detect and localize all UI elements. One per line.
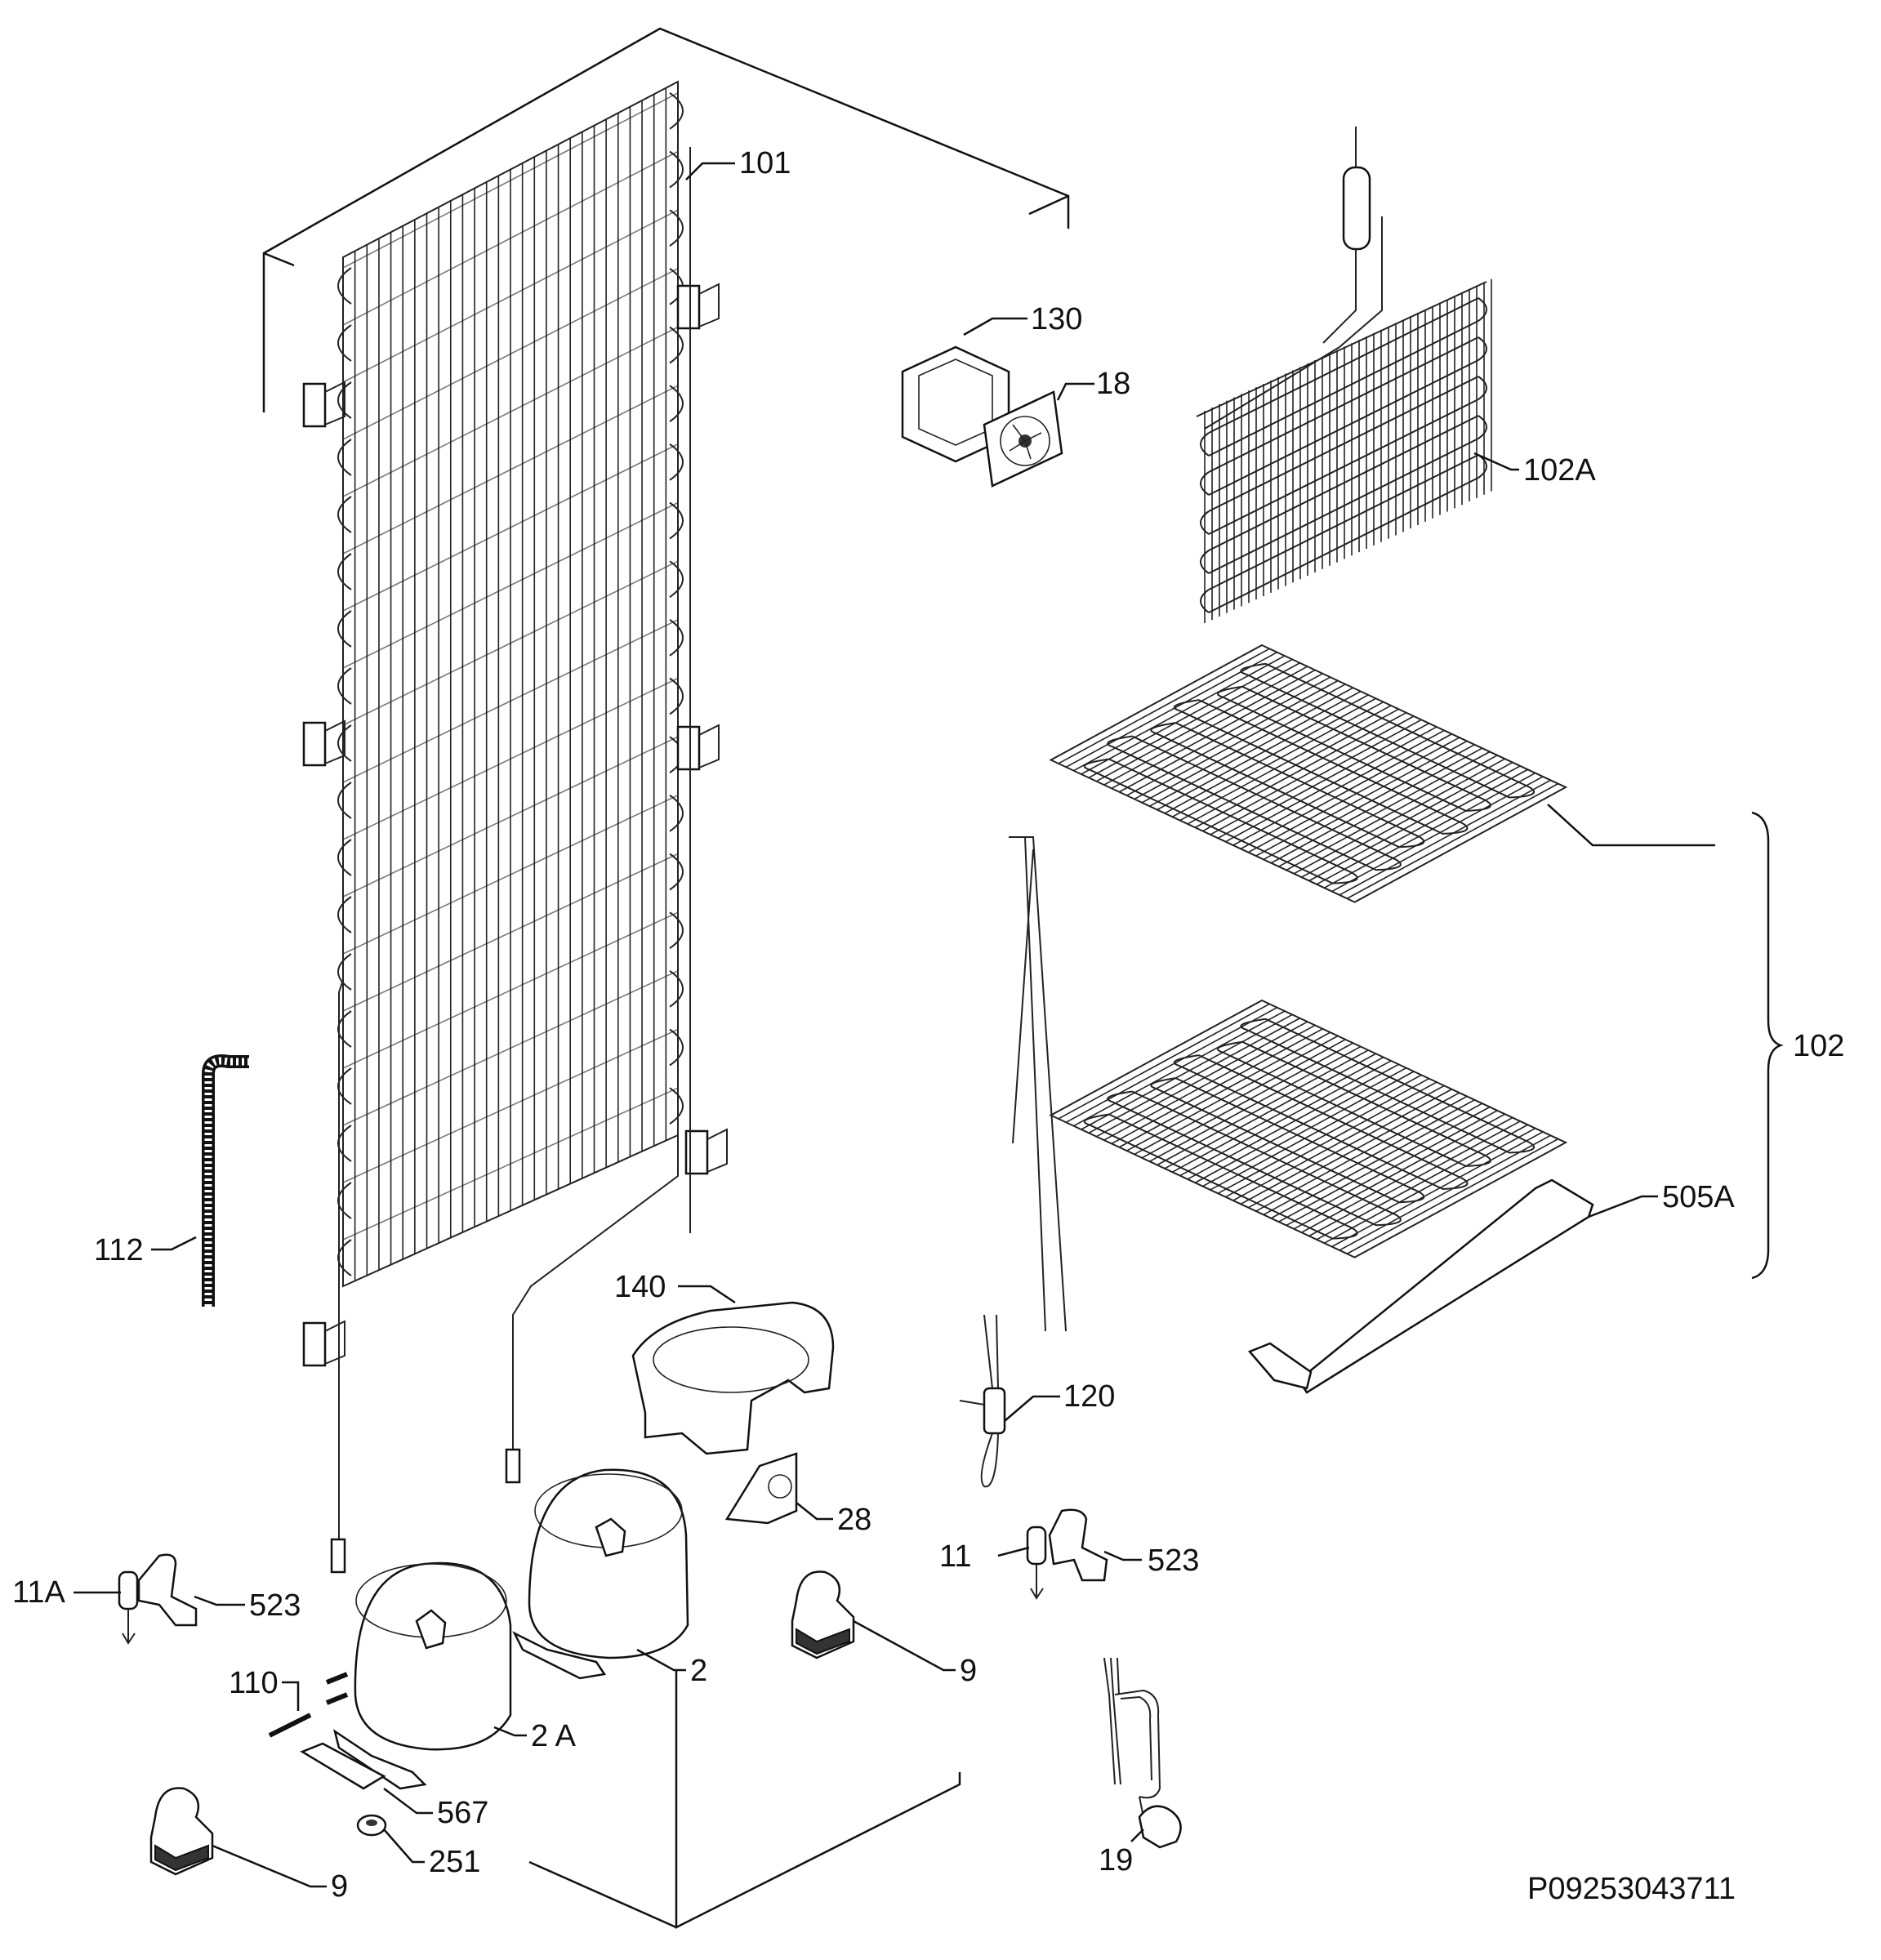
label-11: 11 bbox=[939, 1539, 971, 1574]
label-9-left: 9 bbox=[331, 1869, 348, 1904]
evaporator-102a bbox=[1196, 127, 1492, 624]
condenser-101 bbox=[302, 80, 728, 1574]
plate-567 bbox=[300, 1742, 386, 1790]
label-102: 102 bbox=[1793, 1029, 1844, 1063]
label-2a: 2 A bbox=[531, 1719, 577, 1753]
compressor-2 bbox=[512, 1468, 689, 1680]
label-9-right: 9 bbox=[960, 1654, 977, 1688]
label-18: 18 bbox=[1096, 367, 1130, 401]
drip-tray-140 bbox=[631, 1301, 835, 1455]
label-19: 19 bbox=[1099, 1843, 1133, 1878]
label-2: 2 bbox=[690, 1654, 707, 1688]
label-505a: 505A bbox=[1662, 1180, 1735, 1214]
foot-9-left bbox=[149, 1787, 214, 1876]
relay-clamp-523-right bbox=[1048, 1508, 1108, 1582]
bracket-505a bbox=[1247, 1178, 1594, 1394]
label-112: 112 bbox=[94, 1233, 144, 1267]
cabinet-outline bbox=[262, 27, 1070, 1930]
label-102a: 102A bbox=[1523, 453, 1596, 488]
relay-bracket-28 bbox=[724, 1452, 798, 1525]
fan-18 bbox=[983, 390, 1063, 488]
leader-lines bbox=[74, 162, 1784, 1888]
compressor-2a bbox=[333, 1561, 512, 1790]
starter-relay-11a bbox=[118, 1570, 139, 1645]
starter-relay-11 bbox=[1026, 1526, 1047, 1600]
foot-9-right bbox=[791, 1570, 855, 1659]
label-110: 110 bbox=[229, 1666, 279, 1700]
relay-clamp-523-left bbox=[137, 1553, 198, 1627]
power-cord-19 bbox=[1103, 1657, 1182, 1849]
label-140: 140 bbox=[614, 1270, 666, 1304]
label-101: 101 bbox=[739, 146, 791, 180]
drawing-code: P09253043711 bbox=[1527, 1872, 1736, 1906]
pin-110 bbox=[268, 1672, 349, 1738]
part-labels: 101 130 18 102A 102 505A 112 140 120 28 … bbox=[12, 146, 1844, 1906]
label-567: 567 bbox=[437, 1796, 488, 1830]
evaporator-102 bbox=[1009, 644, 1568, 1332]
pipe-112 bbox=[202, 1054, 249, 1307]
label-11a: 11A bbox=[12, 1575, 65, 1610]
label-120: 120 bbox=[1063, 1379, 1115, 1414]
thermostat-120 bbox=[959, 1314, 1006, 1488]
label-251: 251 bbox=[429, 1845, 480, 1879]
label-130: 130 bbox=[1031, 302, 1082, 336]
nut-251 bbox=[356, 1814, 387, 1837]
label-523-left: 523 bbox=[249, 1588, 301, 1623]
label-28: 28 bbox=[837, 1503, 871, 1537]
label-523-right: 523 bbox=[1148, 1544, 1199, 1578]
